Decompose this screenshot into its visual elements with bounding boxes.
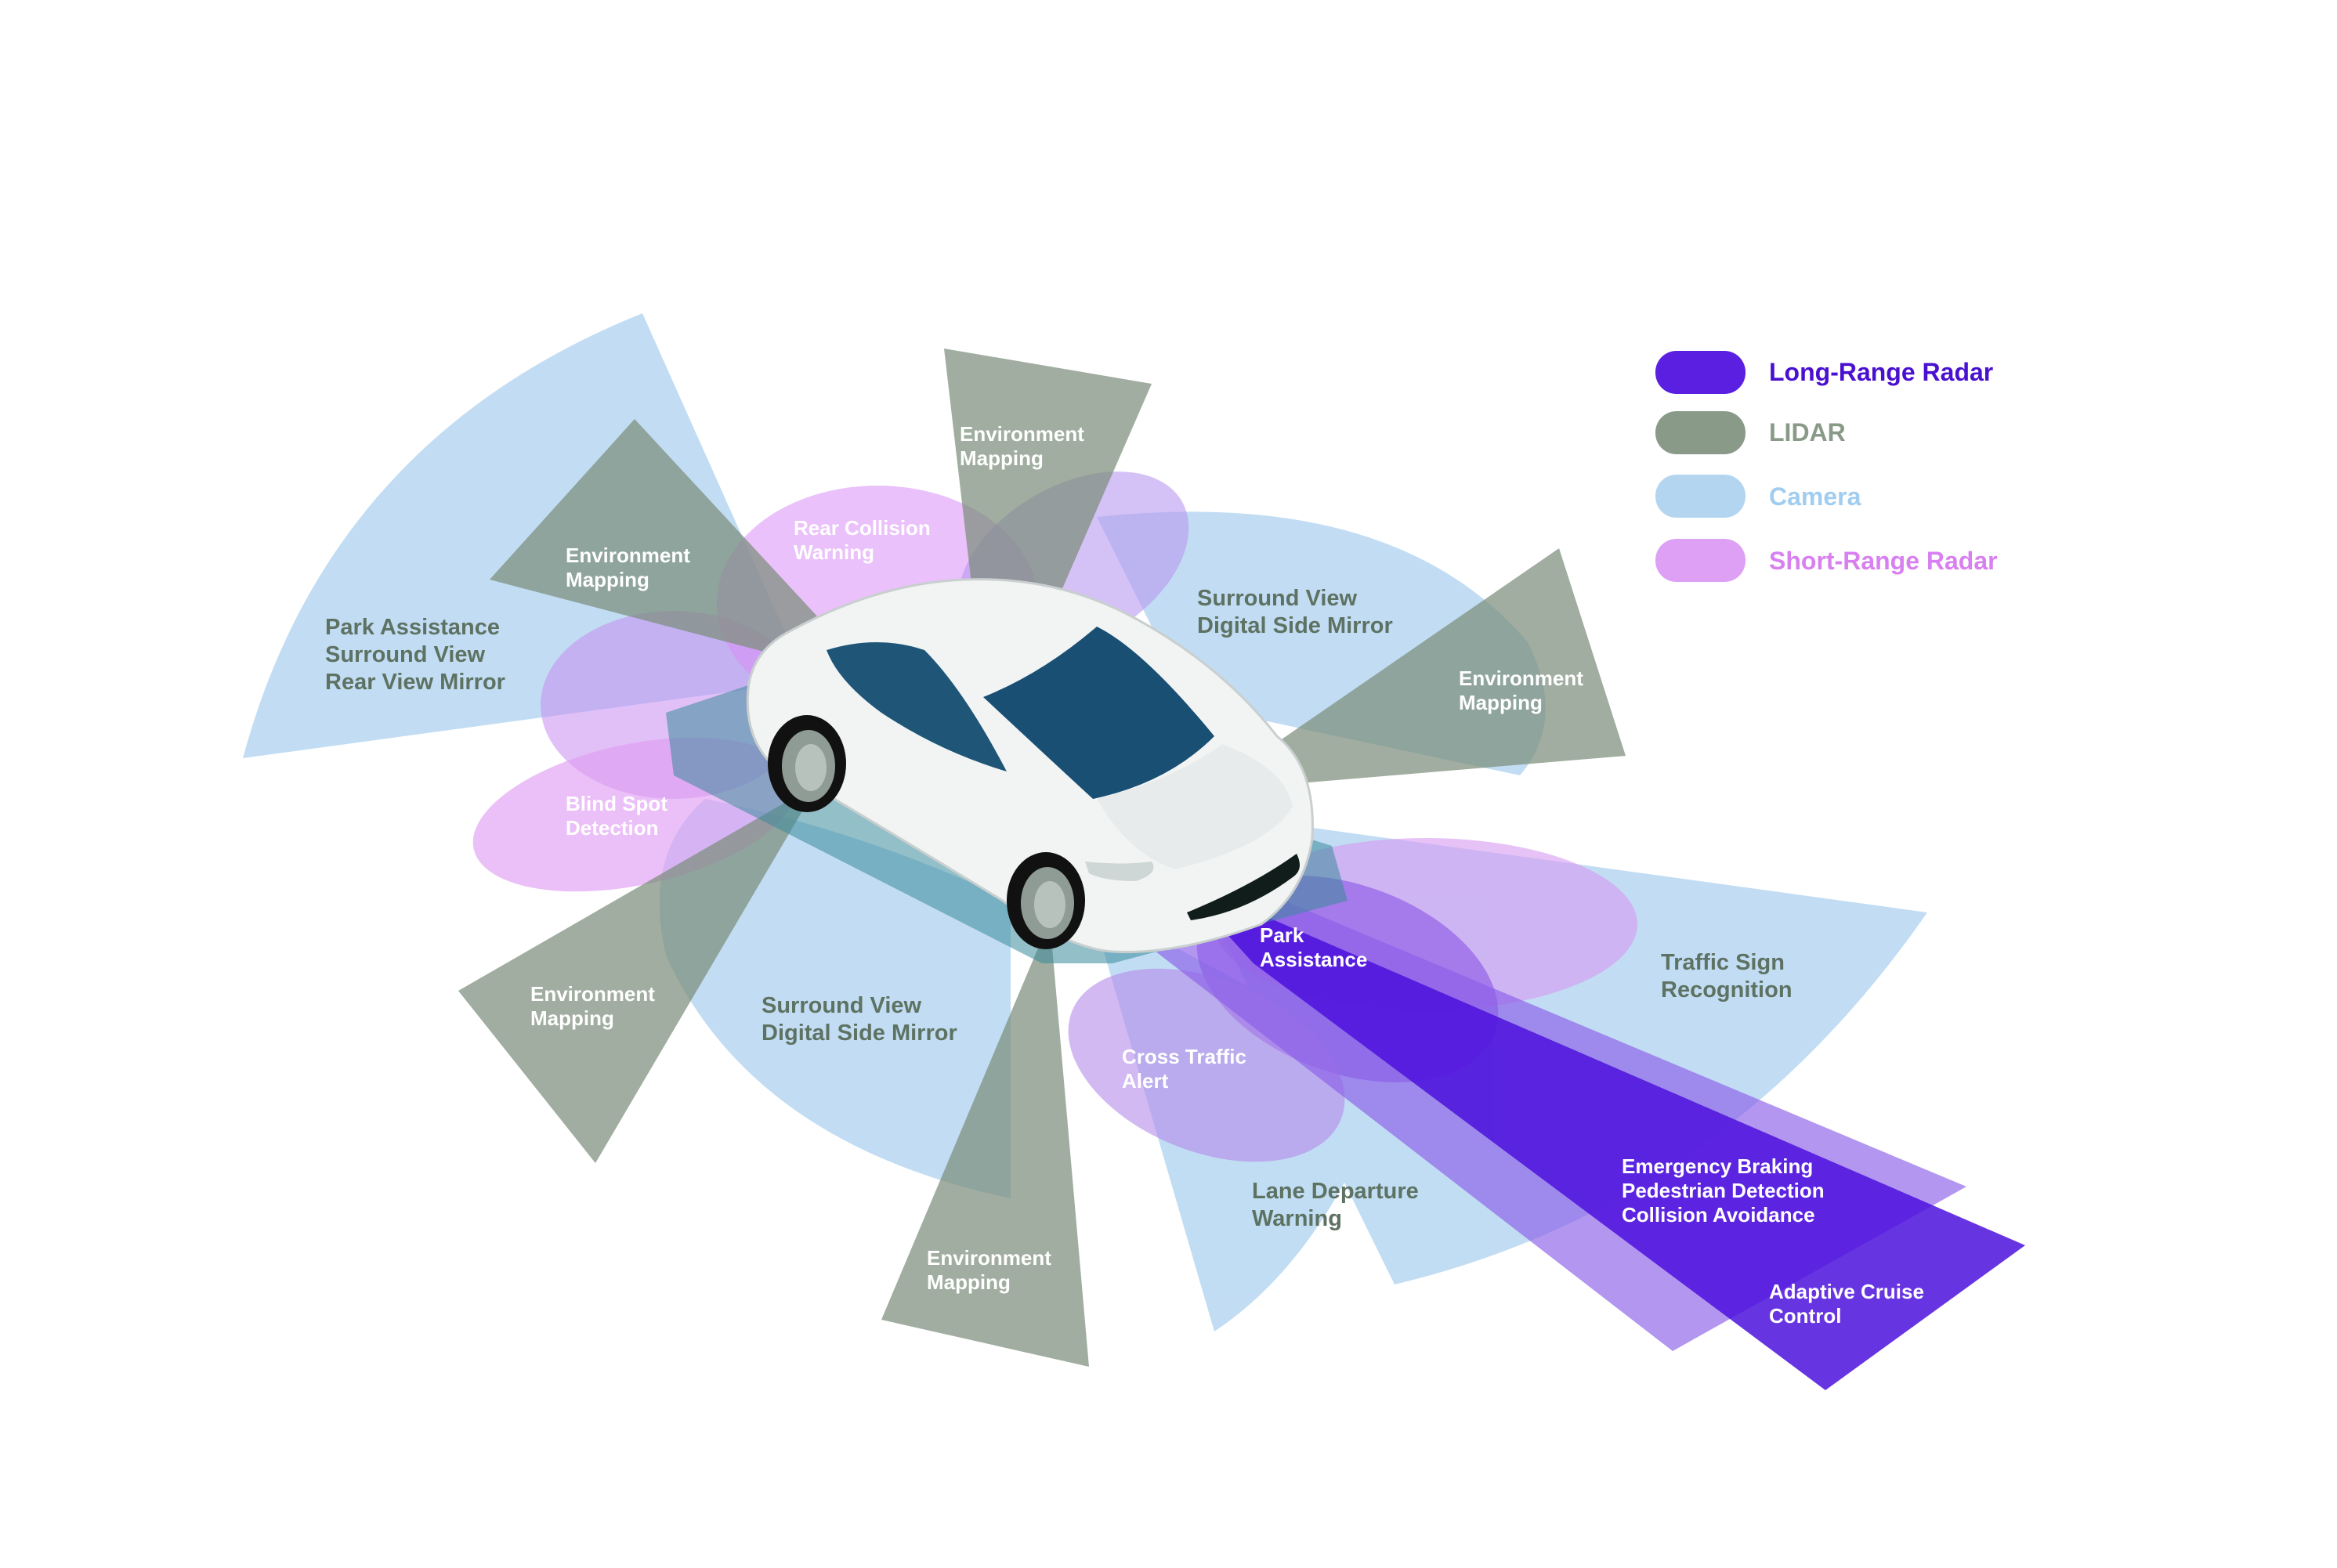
legend-swatch-camera (1655, 475, 1746, 518)
zone-label-line: Environment (566, 544, 690, 567)
zone-label-line: Rear View Mirror (325, 670, 505, 695)
legend-swatch-long-range-radar (1655, 351, 1746, 394)
front-wheel (1007, 852, 1085, 949)
car-hood (1097, 744, 1293, 869)
zone-label-line: Digital Side Mirror (1197, 613, 1393, 638)
zone-label-line: Environment (1459, 667, 1583, 690)
legend-item-camera: Camera (1655, 475, 1861, 518)
legend-label-camera: Camera (1769, 482, 1861, 511)
legend-label-short-range-radar: Short-Range Radar (1769, 547, 1998, 575)
zone-label-line: Environment (960, 422, 1084, 446)
zone-label-line: Lane Departure (1252, 1179, 1419, 1204)
zone-label-line: Warning (1252, 1206, 1342, 1231)
car-headlight (1085, 862, 1154, 881)
legend-label-lidar: LIDAR (1769, 418, 1846, 446)
legend: Long-Range Radar LIDAR Camera Short-Rang… (1655, 351, 1998, 582)
zone-label-line: Environment (927, 1246, 1051, 1270)
zone-label-line: Park (1260, 923, 1304, 947)
zone-label-line: Adaptive Cruise (1769, 1280, 1924, 1303)
zone-label-line: Environment (530, 982, 655, 1006)
lidar-right (1206, 548, 1626, 791)
zone-label-line: Warning (794, 540, 874, 564)
lrr-beam-core (1175, 877, 2025, 1390)
legend-item-short-range-radar: Short-Range Radar (1655, 539, 1998, 582)
zone-label-line: Surround View (1197, 586, 1358, 611)
zone-label-line: Recognition (1661, 977, 1793, 1003)
zone-label-line: Blind Spot (566, 792, 667, 815)
zone-label-line: Mapping (566, 568, 649, 591)
car-illustration (746, 578, 1314, 954)
zone-label-line: Mapping (960, 446, 1044, 470)
lidar-front (881, 920, 1089, 1367)
car-rear-window (827, 642, 1007, 771)
zone-label-line: Mapping (530, 1006, 614, 1030)
legend-label-long-range-radar: Long-Range Radar (1769, 358, 1993, 386)
zone-label-line: Digital Side Mirror (762, 1021, 957, 1046)
zone-label-line: Assistance (1260, 948, 1367, 971)
zone-label-line: Alert (1122, 1069, 1169, 1093)
zone-label-line: Mapping (1459, 691, 1543, 714)
zone-label-line: Surround View (325, 642, 486, 667)
zone-label-line: Emergency Braking (1622, 1154, 1813, 1178)
legend-item-lidar: LIDAR (1655, 411, 1846, 454)
car-grille (1187, 854, 1300, 920)
zone-label-line: Park Assistance (325, 615, 500, 640)
legend-swatch-short-range-radar (1655, 539, 1746, 582)
zone-label-line: Detection (566, 816, 658, 840)
zone-label-line: Control (1769, 1304, 1841, 1328)
zone-label-line: Rear Collision (794, 516, 931, 540)
zone-label-line: Collision Avoidance (1622, 1203, 1815, 1227)
zone-label-line: Mapping (927, 1270, 1011, 1294)
zone-label-line: Cross Traffic (1122, 1045, 1246, 1068)
long-range-radar-zones (1120, 862, 2025, 1390)
lidar-rear-left (490, 419, 877, 681)
zone-label-line: Surround View (762, 993, 922, 1018)
legend-swatch-lidar (1655, 411, 1746, 454)
legend-item-long-range-radar: Long-Range Radar (1655, 351, 1993, 394)
zone-label-line: Traffic Sign (1661, 950, 1785, 975)
zone-label-line: Pedestrian Detection (1622, 1179, 1825, 1202)
rear-wheel (768, 715, 846, 812)
lidar-left (458, 783, 819, 1163)
car-windshield (983, 627, 1214, 799)
